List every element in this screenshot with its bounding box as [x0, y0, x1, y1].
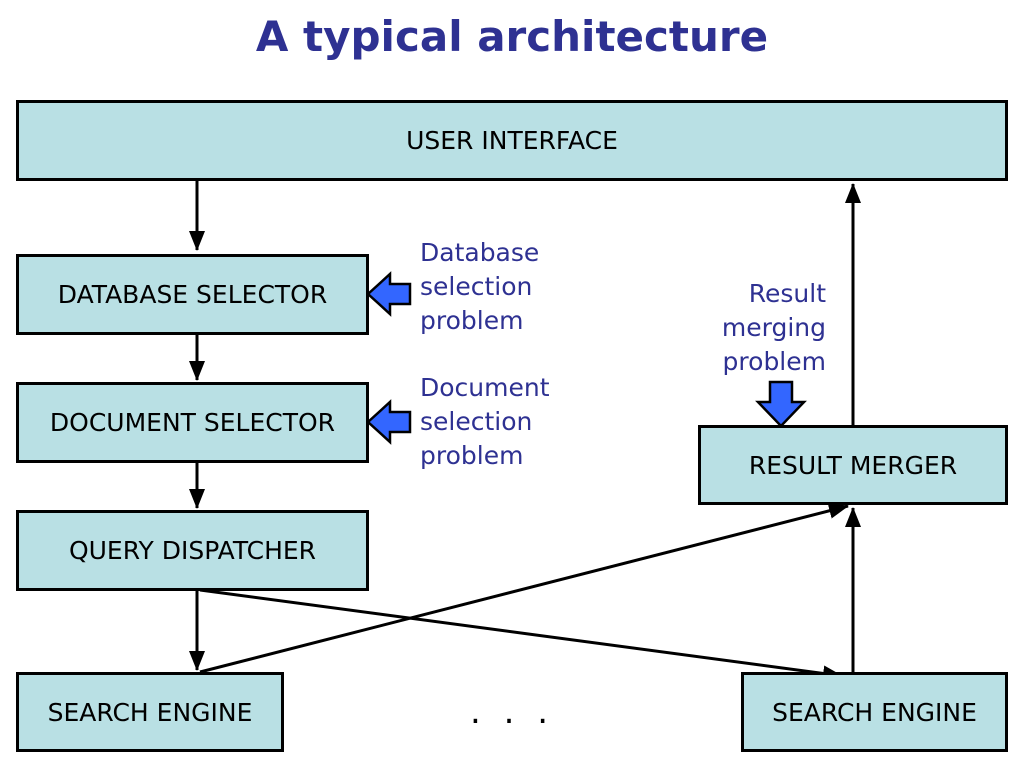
arrow-dispatcher-to-right-engine [199, 588, 843, 682]
block-arrow-database-selection [366, 271, 412, 317]
note-line: problem [722, 347, 826, 376]
note-line: problem [420, 306, 524, 335]
block-arrow-result-merging [755, 380, 807, 428]
result-merging-note: Result merging problem [690, 277, 826, 379]
database-selector-box: DATABASE SELECTOR [16, 254, 369, 335]
page-title: A typical architecture [255, 12, 769, 61]
arrow-left-engine-to-result-merger [199, 502, 849, 674]
document-selector-box: DOCUMENT SELECTOR [16, 382, 369, 463]
note-line: problem [420, 441, 524, 470]
note-line: Result [748, 279, 826, 308]
result-merger-box: RESULT MERGER [698, 425, 1008, 505]
search-engine-left-box: SEARCH ENGINE [16, 672, 284, 752]
search-engine-right-box: SEARCH ENGINE [741, 672, 1008, 752]
database-selection-note: Database selection problem [420, 236, 539, 338]
note-line: selection [420, 407, 533, 436]
note-line: Database [420, 238, 540, 267]
note-line: merging [721, 313, 826, 342]
document-selection-note: Document selection problem [420, 371, 550, 473]
note-line: Document [420, 373, 550, 402]
ellipsis: . . . [470, 692, 555, 732]
note-line: selection [420, 272, 533, 301]
block-arrow-document-selection [366, 399, 412, 445]
user-interface-box: USER INTERFACE [16, 100, 1008, 181]
query-dispatcher-box: QUERY DISPATCHER [16, 510, 369, 591]
